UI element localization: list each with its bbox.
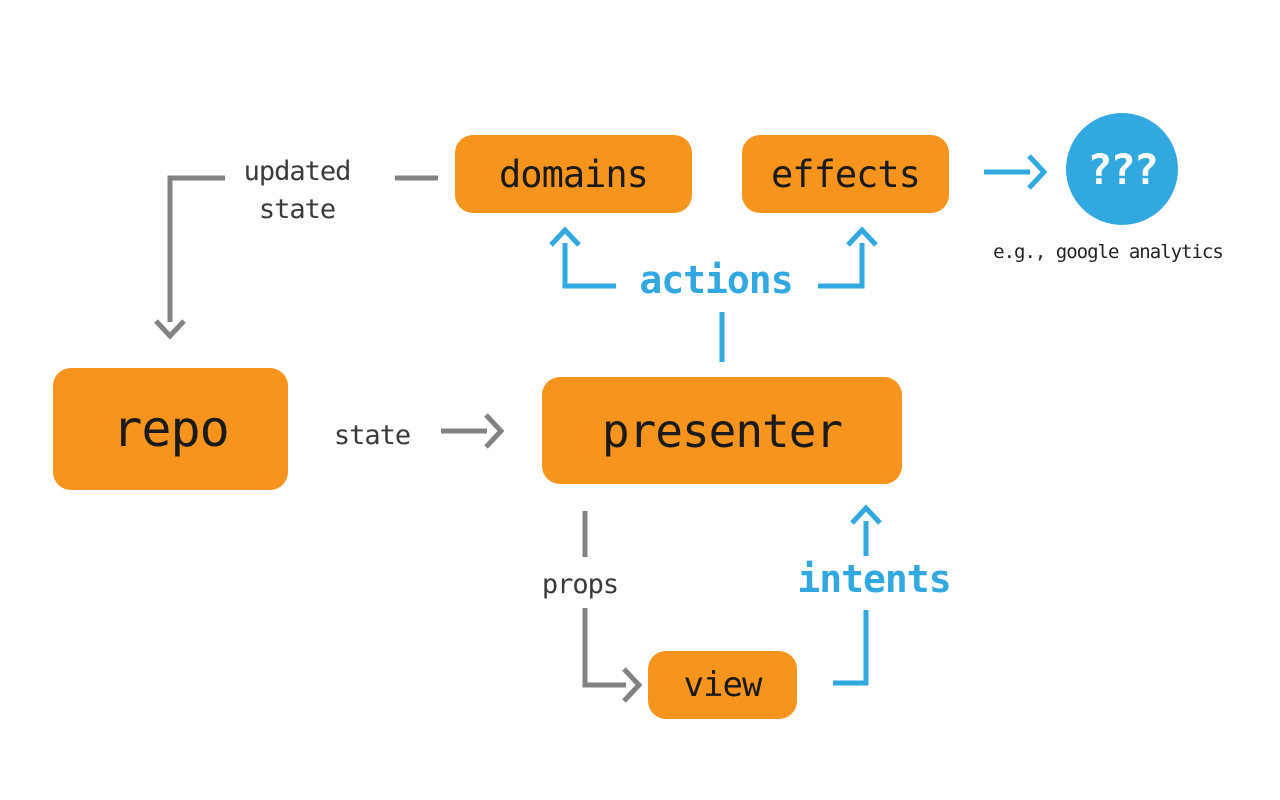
arrow-updated-state-to-repo: [154, 175, 225, 340]
node-unknown-circle: ???: [1066, 113, 1178, 225]
arrow-view-to-presenter: [833, 504, 882, 686]
edge-label-props: props: [541, 569, 619, 600]
arrow-actions-to-domains: [549, 226, 616, 289]
node-effects: effects: [742, 135, 949, 213]
arrow-effects-to-unknown: [984, 154, 1048, 190]
arrow-actions-to-effects: [818, 226, 878, 289]
edge-label-intents: intents: [797, 557, 951, 601]
arrow-presenter-to-view: [582, 511, 643, 703]
edge-label-state: state: [333, 420, 411, 451]
edge-label-updated-state: updated state: [243, 156, 352, 225]
unknown-circle-caption: e.g., google analytics: [993, 241, 1224, 263]
arrow-repo-to-presenter: [441, 413, 505, 449]
edge-label-actions: actions: [639, 258, 793, 302]
node-domains: domains: [455, 135, 692, 213]
node-view: view: [648, 651, 797, 719]
node-presenter: presenter: [542, 377, 902, 484]
node-repo: repo: [53, 368, 288, 490]
